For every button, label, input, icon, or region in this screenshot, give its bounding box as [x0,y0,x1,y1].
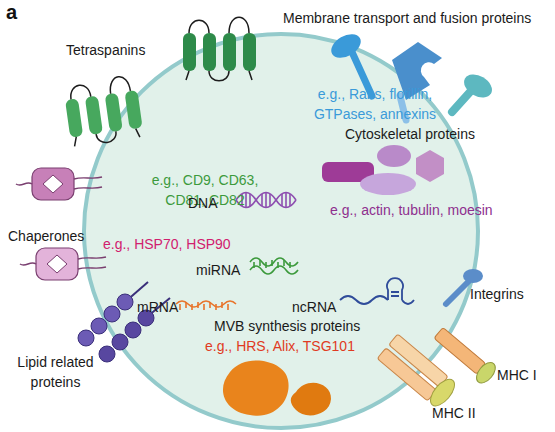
molecule-label: MHC II [432,403,476,423]
example-list: e.g., HSP70, HSP90 [103,234,231,254]
category-title: Membrane transport and fusion proteins [283,8,531,28]
cytoskeletal-shapes [322,145,444,195]
category-title: Chaperones [8,226,84,246]
mhc-i-shape [431,324,499,387]
mrna-strand [176,301,236,310]
molecule-label: DNA [188,193,218,213]
lipid-protein-chains [78,282,170,362]
exosome-membrane [84,34,478,428]
example-list: e.g., HRS, Alix, TSG101 [205,336,355,356]
molecule-label: miRNA [196,260,240,280]
category-title: MVB synthesis proteins [214,316,360,336]
dna-helix [236,192,296,208]
category-title: Tetraspanins [66,40,145,60]
example-list: e.g., Rabs, flotillin, GTPases, annexins [300,84,450,124]
category-title: Lipid related proteins [8,352,103,392]
molecule-label: ncRNA [292,297,336,317]
mvb-protein-blobs [223,360,331,415]
example-list: e.g., actin, tubulin, moesin [330,200,493,220]
molecule-label: mRNA [137,297,178,317]
mirna-strand [250,258,298,274]
chaperone-shape [20,248,106,280]
category-title: Integrins [470,284,524,304]
molecule-label: MHC I [497,365,537,385]
tetraspanin-shape [63,74,144,147]
panel-letter: a [6,0,17,24]
chaperone-shape [16,168,102,200]
tetraspanin-shape [183,17,256,81]
category-title: Cytoskeletal proteins [345,124,475,144]
ncrna-strand [340,278,414,304]
